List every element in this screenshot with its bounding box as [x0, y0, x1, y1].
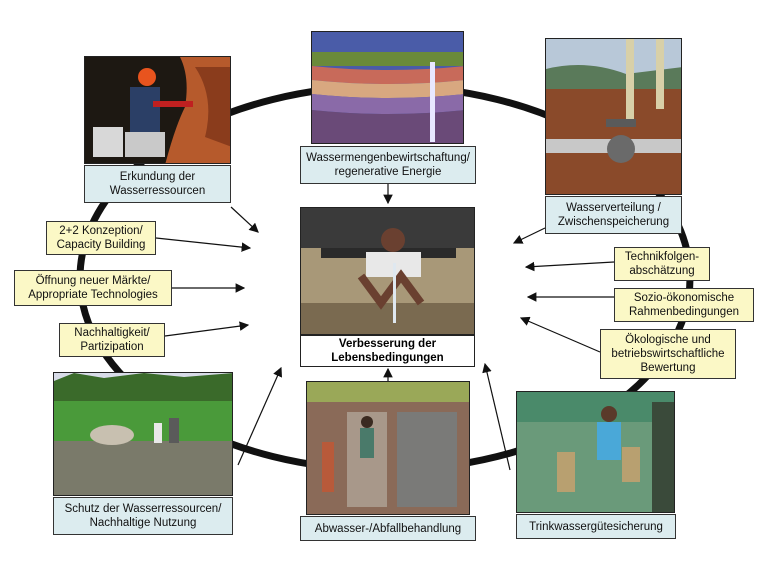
- input-ecological-evaluation-line3: Bewertung: [640, 362, 696, 374]
- input-technology-assessment: Technikfolgen-abschätzung: [614, 247, 710, 281]
- input-capacity-building-line1: 2+2 Konzeption/: [59, 225, 143, 237]
- distribution-photo: [545, 38, 682, 195]
- input-socio-economic-line2: Rahmenbedingungen: [629, 306, 739, 318]
- water-management-label-line2: regenerative Energie: [334, 166, 442, 178]
- input-sustainability-line1: Nachhaltigkeit/: [74, 327, 150, 339]
- input-new-markets-line2: Appropriate Technologies: [28, 289, 158, 301]
- center-photo: [300, 207, 475, 335]
- input-technology-assessment-line1: Technikfolgen-: [624, 251, 700, 263]
- water-management-label: Wassermengenbewirtschaftung/regenerative…: [300, 146, 476, 184]
- input-capacity-building: 2+2 Konzeption/Capacity Building: [46, 221, 156, 255]
- quality-photo: [516, 391, 675, 513]
- input-new-markets: Öffnung neuer Märkte/Appropriate Technol…: [14, 270, 172, 306]
- input-sustainability: Nachhaltigkeit/Partizipation: [59, 323, 165, 357]
- wastewater-label-line1: Abwasser-/Abfallbehandlung: [314, 522, 462, 535]
- distribution-label-line2: Zwischenspeicherung: [557, 216, 670, 228]
- protection-photo: [53, 372, 233, 496]
- water-management-label-line1: Wassermengenbewirtschaftung/: [306, 152, 470, 164]
- input-ecological-evaluation-line1: Ökologische und: [625, 334, 711, 346]
- exploration-photo: [84, 56, 231, 164]
- center-label-line2: Lebensbedingungen: [331, 352, 444, 364]
- wastewater-label: Abwasser-/Abfallbehandlung: [300, 516, 476, 541]
- exploration-label-line2: Wasserressourcen: [109, 185, 206, 197]
- exploration-label-line1: Erkundung der: [119, 171, 196, 183]
- input-sustainability-line2: Partizipation: [80, 341, 144, 353]
- input-capacity-building-line2: Capacity Building: [56, 239, 146, 251]
- distribution-label-line1: Wasserverteilung /: [566, 202, 661, 214]
- protection-label-line1: Schutz der Wasserressourcen/: [64, 503, 222, 515]
- protection-label-line2: Nachhaltige Nutzung: [89, 517, 197, 529]
- input-new-markets-line1: Öffnung neuer Märkte/: [35, 275, 151, 287]
- quality-label: Trinkwassergütesicherung: [516, 514, 676, 539]
- protection-label: Schutz der Wasserressourcen/Nachhaltige …: [53, 497, 233, 535]
- input-technology-assessment-line2: abschätzung: [629, 265, 695, 277]
- input-socio-economic-line1: Sozio-ökonomische: [633, 292, 735, 304]
- quality-label-line1: Trinkwassergütesicherung: [529, 520, 663, 533]
- input-ecological-evaluation-line2: betriebswirtschaftliche: [611, 348, 725, 360]
- water-management-photo: [311, 31, 464, 144]
- center-label-line1: Verbesserung der: [338, 338, 437, 350]
- wastewater-photo: [306, 381, 470, 515]
- distribution-label: Wasserverteilung / Zwischenspeicherung: [545, 196, 682, 234]
